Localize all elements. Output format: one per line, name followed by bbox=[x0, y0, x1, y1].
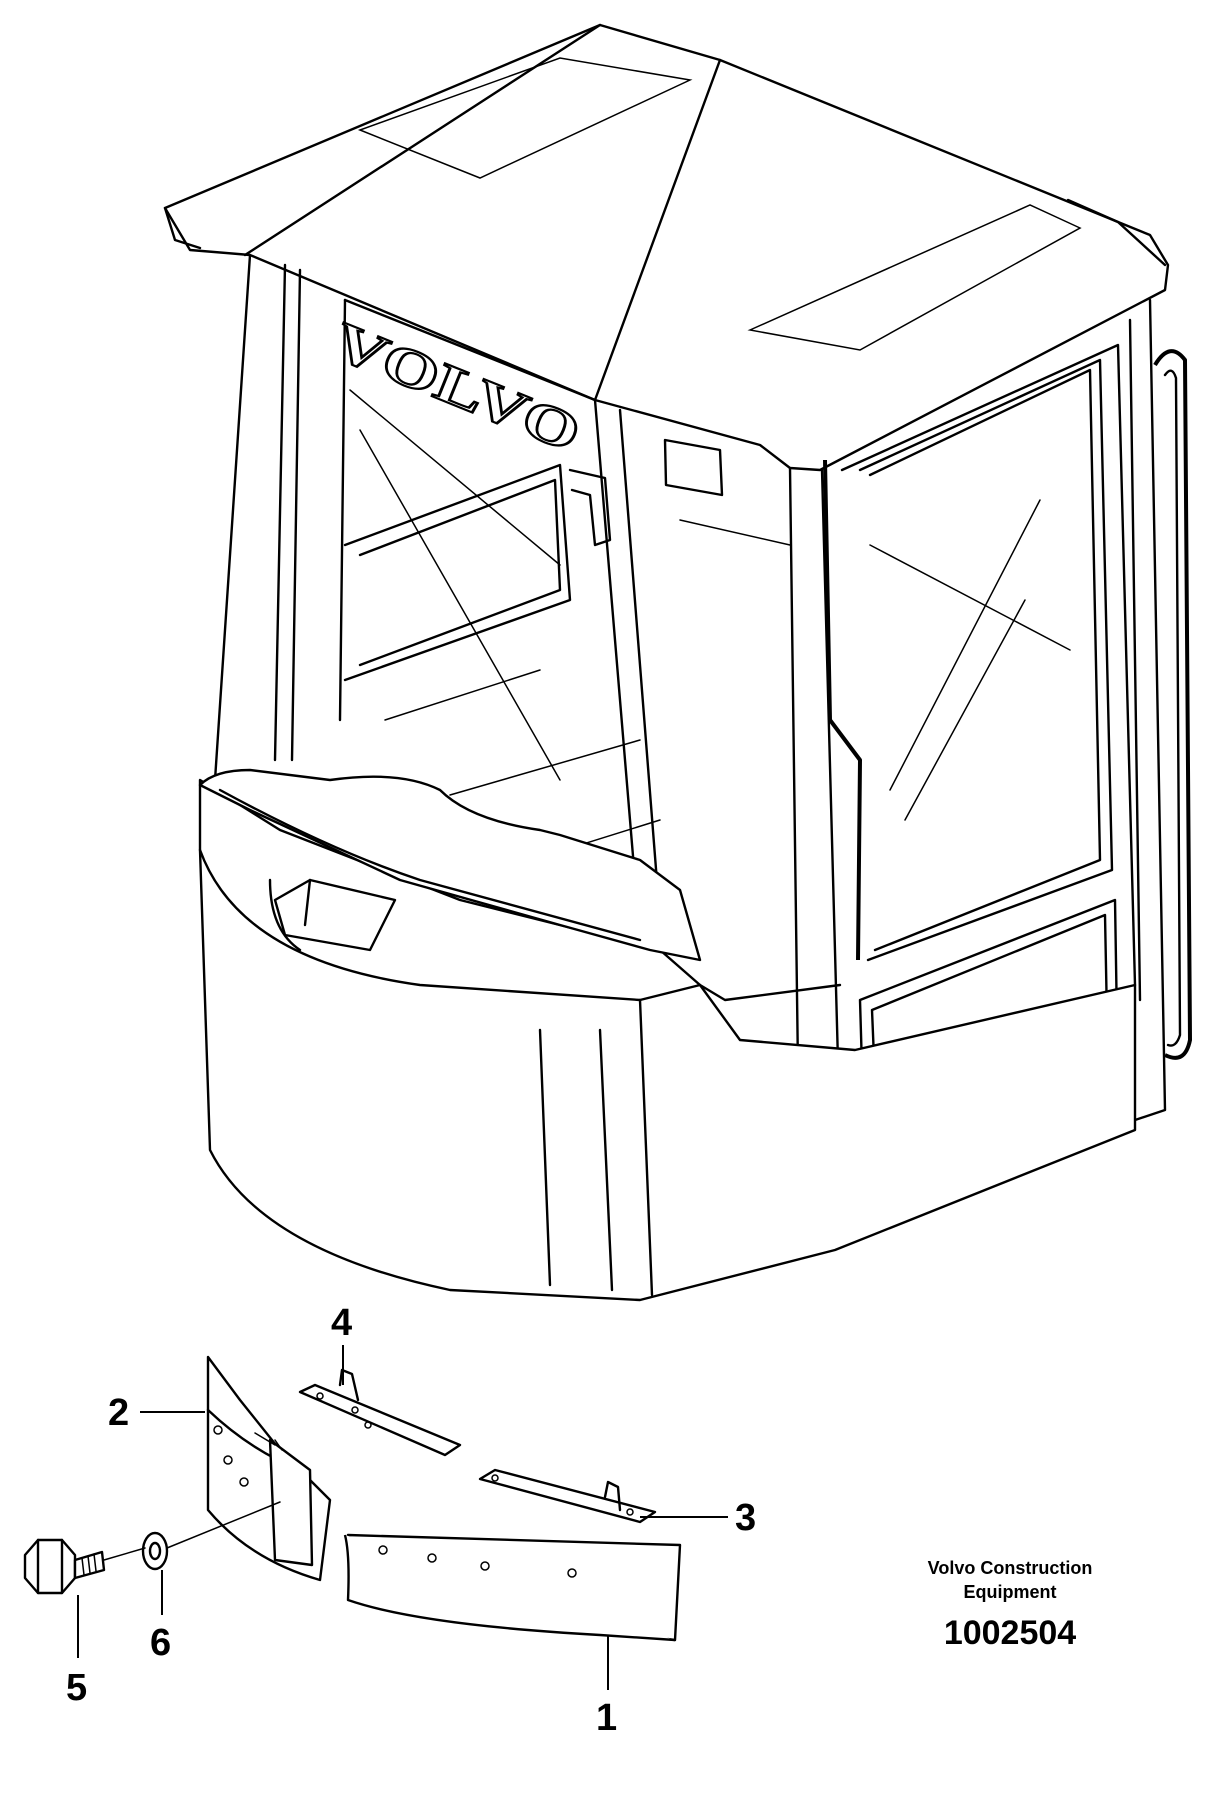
cab-lower-body bbox=[198, 778, 1137, 1302]
drawing-number: 1002504 bbox=[943, 1614, 1077, 1652]
callout-1: 1 bbox=[596, 1697, 617, 1739]
operator-cab bbox=[163, 23, 1192, 1302]
part-3-bracket bbox=[478, 1468, 657, 1524]
part-2-panel bbox=[206, 1355, 332, 1582]
part-1-panel bbox=[343, 1533, 682, 1642]
part-5-bolt bbox=[23, 1538, 106, 1595]
part-4-bracket bbox=[298, 1368, 462, 1457]
callout-6: 6 bbox=[150, 1622, 171, 1664]
callout-3: 3 bbox=[735, 1497, 756, 1539]
caption-company-line2: Equipment bbox=[963, 1582, 1057, 1602]
caption-company: Volvo Construction Equipment bbox=[900, 1556, 1120, 1604]
callout-4: 4 bbox=[331, 1302, 352, 1344]
part-6-washer bbox=[141, 1531, 169, 1571]
callout-2: 2 bbox=[108, 1392, 129, 1434]
callout-5: 5 bbox=[66, 1667, 87, 1709]
caption-company-line1: Volvo Construction bbox=[927, 1558, 1093, 1578]
